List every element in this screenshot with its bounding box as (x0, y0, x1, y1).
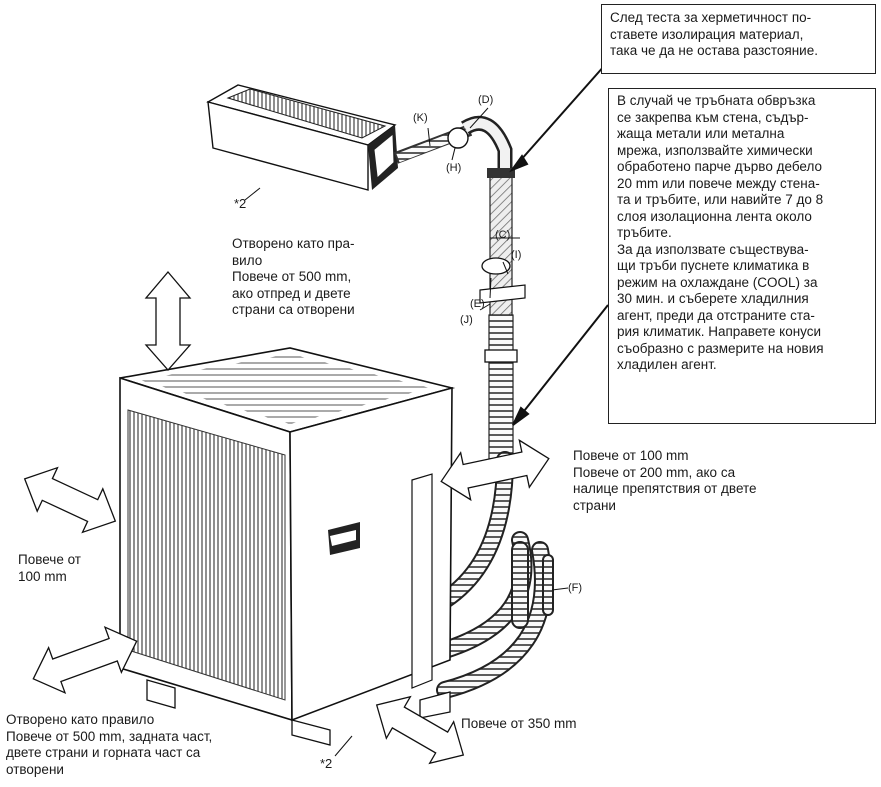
left-clearance-text: Повече от 100 mm (18, 552, 81, 584)
clearance-arrows (23, 270, 550, 765)
label-j: (J) (460, 314, 473, 326)
label-k: (K) (413, 112, 428, 124)
pipe-coils (436, 451, 554, 699)
label-d: (D) (478, 94, 494, 106)
outdoor-unit (119, 347, 456, 746)
indoor-pipe (393, 115, 515, 316)
insulation-note-box: След теста за херметичност по- ставете и… (601, 4, 876, 74)
label-h: (H) (446, 162, 462, 174)
label-f: (F) (568, 582, 583, 594)
label-e: (E) (470, 298, 485, 310)
wall-mounting-note-box: В случай че тръбната обвръзка се закрепв… (608, 88, 876, 424)
label-star2-indoor: *2 (234, 196, 247, 211)
wall-pipe (484, 314, 518, 466)
label-star2-outdoor: *2 (320, 756, 333, 771)
top-clearance-text: Отворено като пра- вило Повече от 500 mm… (232, 236, 355, 317)
label-c: (C) (495, 229, 511, 241)
indoor-unit (206, 84, 398, 191)
label-leaders (244, 107, 569, 757)
leader-arrows (509, 64, 609, 426)
label-i: (I) (511, 249, 522, 261)
rear-clearance-text: Отворено като правило Повече от 500 mm, … (6, 712, 213, 777)
front-clearance-text: Повече от 350 mm (461, 716, 577, 731)
right-clearance-text: Повече от 100 mm Повече от 200 mm, ако с… (573, 448, 757, 513)
